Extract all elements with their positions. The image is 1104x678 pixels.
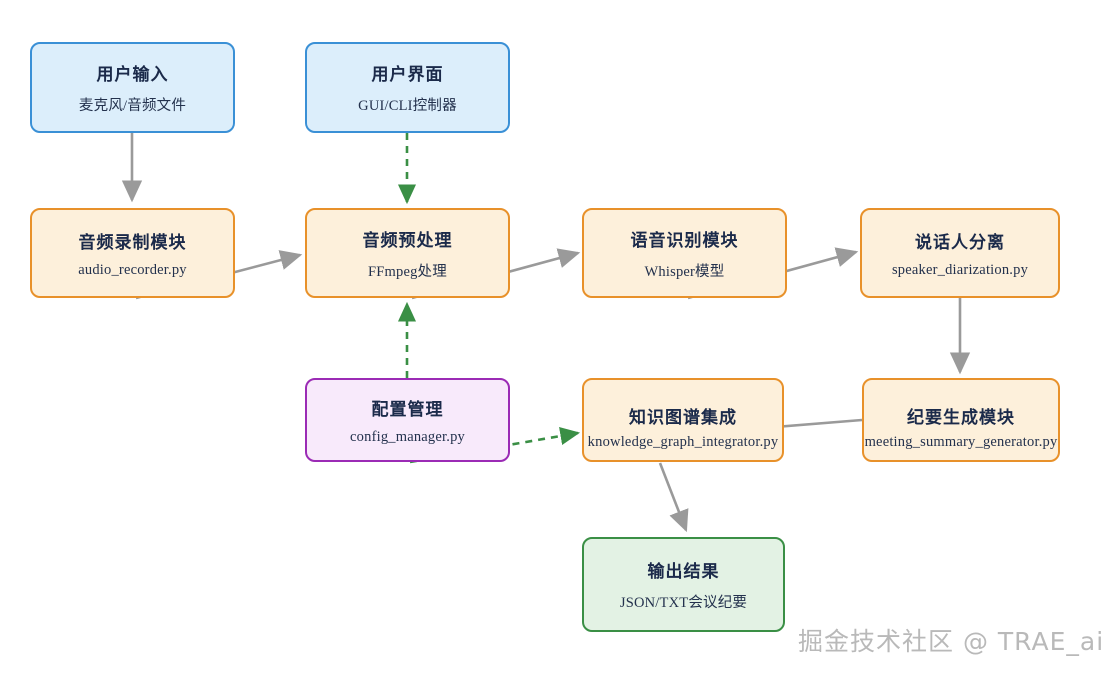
node-subtitle: meeting_summary_generator.py xyxy=(864,434,1058,450)
node-title: 纪要生成模块 xyxy=(907,408,1015,427)
node-title: 知识图谱集成 xyxy=(629,408,737,427)
edge-knowledge-graph-to-output-result xyxy=(658,462,689,533)
node-title: 音频预处理 xyxy=(362,230,453,250)
node-subtitle: JSON/TXT会议纪要 xyxy=(619,595,748,611)
node-subtitle: knowledge_graph_integrator.py xyxy=(587,434,779,450)
node-subtitle: FFmpeg处理 xyxy=(368,263,447,280)
node-knowledge-graph[interactable]: 知识图谱集成 knowledge_graph_integrator.py xyxy=(582,378,784,462)
node-user-interface[interactable]: 用户界面 GUI/CLI控制器 xyxy=(305,42,510,133)
node-subtitle: speaker_diarization.py xyxy=(891,261,1029,278)
node-speech-recognition[interactable]: 语音识别模块 Whisper模型 xyxy=(582,208,787,298)
node-title: 说话人分离 xyxy=(915,232,1005,252)
node-title: 输出结果 xyxy=(647,562,720,581)
node-subtitle: GUI/CLI控制器 xyxy=(358,98,457,114)
node-title: 语音识别模块 xyxy=(630,230,739,250)
node-title: 音频录制模块 xyxy=(78,232,187,252)
node-subtitle: 麦克风/音频文件 xyxy=(78,98,187,114)
node-user-input[interactable]: 用户输入 麦克风/音频文件 xyxy=(30,42,235,133)
node-config-manager[interactable]: 配置管理 config_manager.py xyxy=(305,378,510,462)
watermark: 掘金技术社区 @ TRAE_ai xyxy=(798,627,1104,656)
node-subtitle: config_manager.py xyxy=(350,428,465,445)
node-audio-recorder[interactable]: 音频录制模块 audio_recorder.py xyxy=(30,208,235,298)
node-title: 配置管理 xyxy=(371,399,444,419)
node-title: 用户界面 xyxy=(371,65,444,84)
node-subtitle: Whisper模型 xyxy=(644,263,725,280)
node-audio-preprocess[interactable]: 音频预处理 FFmpeg处理 xyxy=(305,208,510,298)
node-output-result[interactable]: 输出结果 JSON/TXT会议纪要 xyxy=(582,537,785,632)
node-subtitle: audio_recorder.py xyxy=(78,261,187,278)
node-title: 用户输入 xyxy=(96,65,169,84)
node-summary-generator[interactable]: 纪要生成模块 meeting_summary_generator.py xyxy=(862,378,1060,462)
node-speaker-diarization[interactable]: 说话人分离 speaker_diarization.py xyxy=(860,208,1060,298)
